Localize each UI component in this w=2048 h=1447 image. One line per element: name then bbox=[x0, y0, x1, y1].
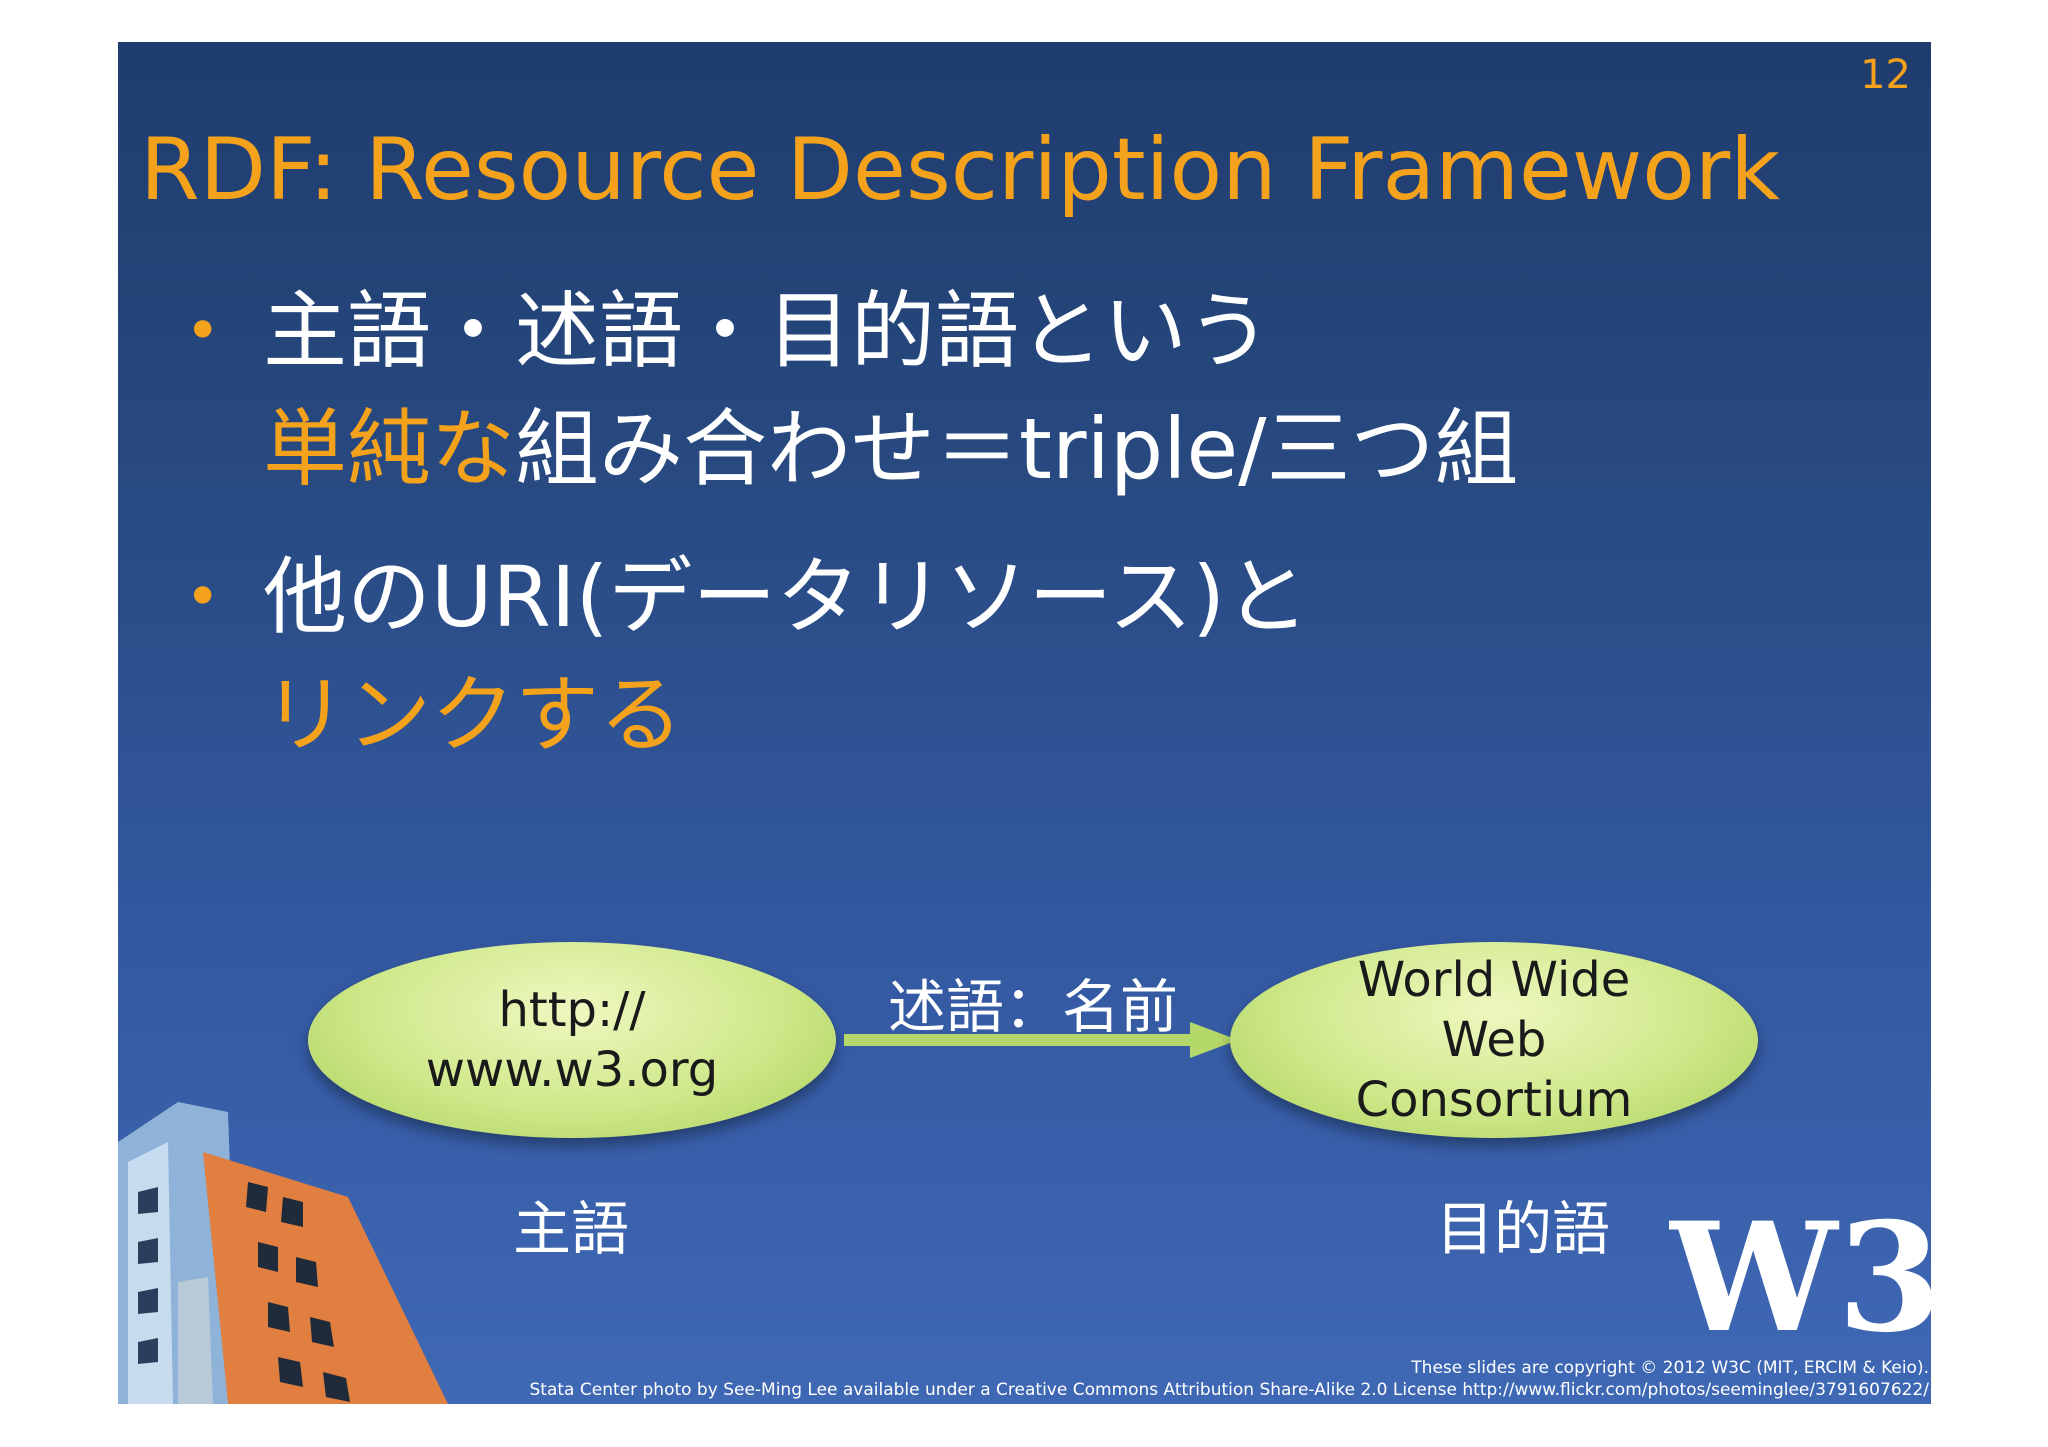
subject-node-line: http:// bbox=[498, 982, 646, 1038]
bullet-item: • 主語・述語・目的語という 単純な組み合わせ＝triple/三つ組 bbox=[185, 272, 1518, 508]
bullet-text: 組み合わせ＝triple/三つ組 bbox=[515, 400, 1519, 498]
stata-center-photo bbox=[118, 1102, 448, 1404]
subject-node: http:// www.w3.org bbox=[308, 942, 836, 1138]
predicate-arrow-icon bbox=[844, 1022, 1238, 1058]
bullet-item: • 他のURI(データリソース)と リンクする bbox=[185, 538, 1518, 774]
slide-title: RDF: Resource Description Framework bbox=[140, 120, 1781, 220]
bullet-list: • 主語・述語・目的語という 単純な組み合わせ＝triple/三つ組 • 他のU… bbox=[185, 272, 1518, 804]
photo-credit: Stata Center photo by See-Ming Lee avail… bbox=[529, 1380, 1929, 1400]
subject-role-label: 主語 bbox=[513, 1195, 630, 1263]
object-node-line: Web bbox=[1441, 1012, 1547, 1068]
w3c-logo-text: W3C bbox=[1669, 1192, 1931, 1342]
bullet-line: 他のURI(データリソース)と bbox=[263, 548, 1309, 646]
predicate-label: 述語：名前 bbox=[888, 973, 1179, 1041]
bullet-dot-icon: • bbox=[185, 296, 221, 366]
page-number: 12 bbox=[1860, 52, 1911, 98]
bullet-line: 単純な組み合わせ＝triple/三つ組 bbox=[263, 390, 1518, 508]
object-node-line: Consortium bbox=[1355, 1072, 1633, 1128]
copyright-notice: These slides are copyright © 2012 W3C (M… bbox=[1411, 1358, 1929, 1378]
highlighted-text: リンクする bbox=[263, 666, 684, 764]
object-role-label: 目的語 bbox=[1436, 1195, 1611, 1263]
bullet-line: 主語・述語・目的語という bbox=[263, 282, 1272, 380]
object-node-line: World Wide bbox=[1357, 952, 1631, 1008]
w3c-logo: W3C bbox=[1669, 1192, 1931, 1342]
highlighted-text: 単純な bbox=[263, 400, 516, 498]
slide: 12 RDF: Resource Description Framework •… bbox=[118, 42, 1931, 1404]
object-node: World Wide Web Consortium bbox=[1230, 942, 1758, 1138]
bullet-dot-icon: • bbox=[185, 562, 221, 632]
subject-node-line: www.w3.org bbox=[425, 1042, 719, 1098]
